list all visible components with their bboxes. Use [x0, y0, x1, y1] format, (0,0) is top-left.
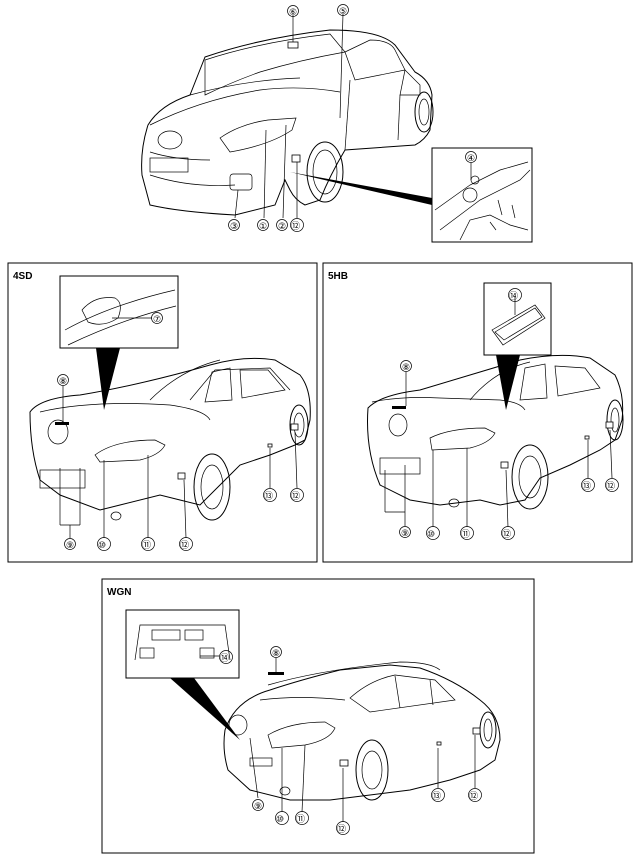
- callout-12-4sd-a: ⑫: [180, 540, 189, 551]
- callout-1: ①: [259, 222, 267, 232]
- callout-12-front: ⑫: [291, 221, 300, 232]
- callout-12-4sd-b: ⑫: [291, 491, 300, 502]
- callout-12-wgn-b: ⑫: [469, 791, 478, 802]
- panel-4sd-label: 4SD: [13, 271, 32, 282]
- callout-2: ②: [278, 222, 286, 232]
- callout-9-4sd: ⑨: [66, 541, 74, 551]
- callout-9-5hb: ⑨: [401, 529, 409, 539]
- callout-12-wgn-a: ⑫: [337, 824, 346, 835]
- callout-11-5hb: ⑪: [461, 529, 470, 540]
- callout-8-4sd: ⑧: [59, 377, 67, 387]
- callout-13-wgn: ⑬: [432, 791, 441, 802]
- panel-wgn-label: WGN: [107, 587, 131, 598]
- panel-5hb: 5HB ⑭: [322, 262, 633, 563]
- callout-9-wgn: ⑨: [254, 802, 262, 812]
- callout-4: ④: [467, 154, 475, 164]
- callout-5: ⑤: [339, 7, 347, 17]
- panel-5hb-label: 5HB: [328, 271, 348, 282]
- front-callouts: ⑥ ⑤ ③ ① ② ⑫: [228, 4, 349, 232]
- callout-10-wgn: ⑩: [276, 815, 284, 825]
- callout-8-wgn: ⑧: [272, 649, 280, 659]
- callout-3: ③: [230, 222, 238, 232]
- panel-wgn: WGN ⑭: [101, 578, 535, 854]
- callout-14-wgn: ⑭: [220, 653, 229, 664]
- callout-7: ⑦: [153, 315, 161, 325]
- front-car-view: [141, 13, 434, 219]
- callout-10-5hb: ⑩: [427, 530, 435, 540]
- callout-10-4sd: ⑩: [98, 541, 106, 551]
- callout-13-5hb: ⑬: [582, 481, 591, 492]
- callout-13-4sd: ⑬: [264, 491, 273, 502]
- callout-12-5hb-b: ⑫: [606, 481, 615, 492]
- callout-11-wgn: ⑪: [296, 814, 305, 825]
- callout-12-5hb-a: ⑫: [502, 529, 511, 540]
- callout-8-5hb: ⑧: [402, 363, 410, 373]
- callout-6: ⑥: [289, 8, 297, 18]
- front-inset: ④: [431, 147, 533, 243]
- callout-11-4sd: ⑪: [142, 540, 151, 551]
- callout-14-5hb: ⑭: [509, 291, 518, 302]
- panel-4sd: 4SD ⑦: [7, 262, 318, 563]
